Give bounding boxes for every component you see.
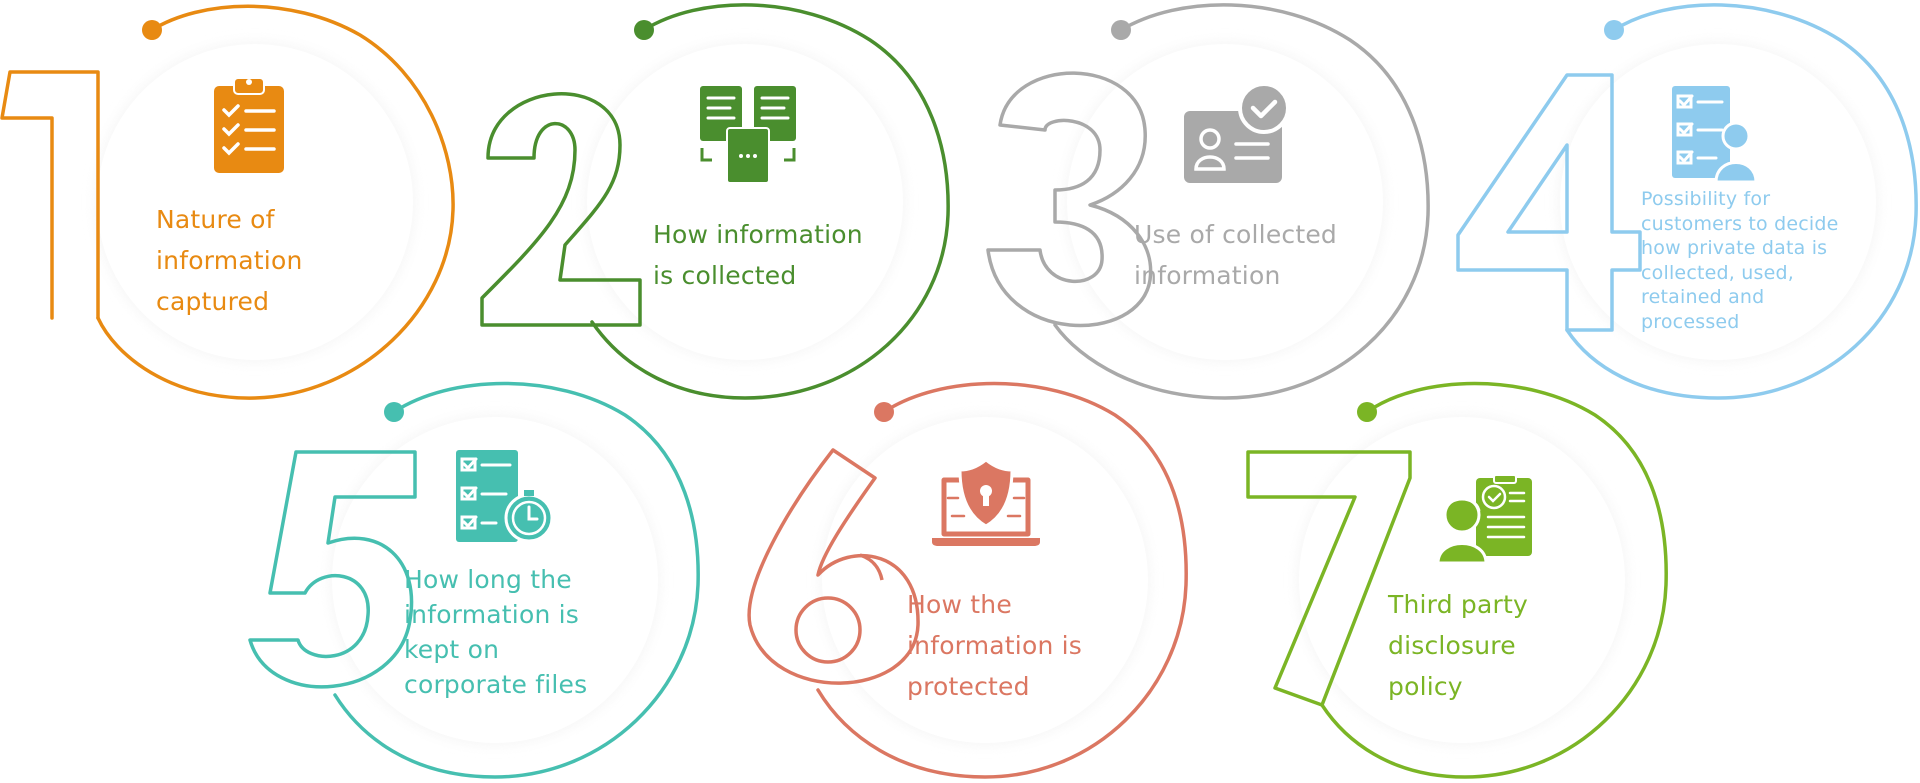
item-6-group: [747, 381, 1188, 779]
item-2-line-1: How information: [653, 220, 863, 249]
item-5-dot: [384, 402, 404, 422]
item-6-line-2: information is: [907, 631, 1083, 660]
item-7-group: [1246, 381, 1668, 779]
clipboard-checklist-icon: [214, 77, 284, 173]
item-7-label: Third party disclosure policy: [1388, 584, 1608, 707]
item-5-line-4: corporate files: [404, 670, 588, 699]
item-7-line-2: disclosure: [1388, 631, 1516, 660]
item-1-arc: [96, 4, 455, 400]
item-1-label: Nature of information captured: [156, 199, 356, 322]
item-1-line-1: Nature of: [156, 205, 275, 234]
item-5-number-outline: [248, 450, 417, 689]
checklist-clock-icon: [456, 450, 554, 543]
item-6-line-1: How the: [907, 590, 1012, 619]
item-2-dot: [634, 20, 654, 40]
item-4-line-3: how private data is: [1641, 237, 1828, 259]
item-1-number-outline: [0, 70, 100, 320]
item-6-line-3: protected: [907, 672, 1030, 701]
item-4-arc: [1565, 3, 1918, 400]
item-4-line-4: collected, used,: [1641, 261, 1794, 284]
item-1-line-2: information: [156, 246, 303, 275]
item-3-line-1: Use of collected: [1134, 220, 1338, 249]
item-3-number-outline: [986, 71, 1153, 328]
item-4-line-6: processed: [1641, 310, 1740, 333]
item-7-number-outline: [1246, 450, 1412, 707]
item-4-group: [1456, 3, 1918, 400]
item-2-number-outline: [480, 92, 642, 327]
item-5-label: How long the information is kept on corp…: [404, 562, 644, 702]
item-6-arc: [816, 381, 1188, 779]
item-1-dot: [142, 20, 162, 40]
item-6-number-outline: [747, 448, 920, 685]
item-3-dot: [1111, 20, 1131, 40]
item-1-line-3: captured: [156, 287, 270, 316]
item-4-label: Possibility for customers to decide how …: [1641, 187, 1871, 334]
item-1-group: [0, 4, 455, 400]
item-4-line-1: Possibility for: [1641, 188, 1771, 210]
item-6-label: How the information is protected: [907, 584, 1147, 707]
item-5-line-1: How long the: [404, 565, 572, 594]
item-4-line-5: retained and: [1641, 286, 1765, 308]
item-3-label: Use of collected information: [1134, 214, 1374, 296]
laptop-shield-lock-icon: [932, 458, 1040, 546]
item-6-dot: [874, 402, 894, 422]
item-5-line-3: kept on: [404, 635, 500, 664]
checklist-person-icon: [1672, 86, 1758, 184]
item-3-arc: [1053, 3, 1430, 400]
item-5-arc: [333, 381, 700, 779]
item-2-line-2: is collected: [653, 261, 797, 290]
item-2-group: [480, 3, 950, 400]
item-7-dot: [1357, 402, 1377, 422]
id-card-check-icon: [1184, 82, 1290, 183]
item-4-line-2: customers to decide: [1641, 212, 1839, 235]
documents-collection-icon: [700, 86, 796, 184]
item-4-dot: [1604, 20, 1624, 40]
item-6-number-inner: [794, 596, 862, 664]
item-5-line-2: information is: [404, 600, 580, 629]
item-3-group: [986, 3, 1430, 400]
item-2-arc: [590, 3, 950, 400]
item-3-line-2: information: [1134, 261, 1281, 290]
item-2-label: How information is collected: [653, 214, 893, 296]
item-4-number-outline: [1456, 73, 1642, 332]
item-7-arc: [1320, 381, 1668, 779]
item-7-line-3: policy: [1388, 672, 1463, 701]
item-5-group: [248, 381, 700, 779]
item-7-line-1: Third party: [1388, 590, 1528, 619]
person-clipboard-icon: [1436, 474, 1532, 565]
